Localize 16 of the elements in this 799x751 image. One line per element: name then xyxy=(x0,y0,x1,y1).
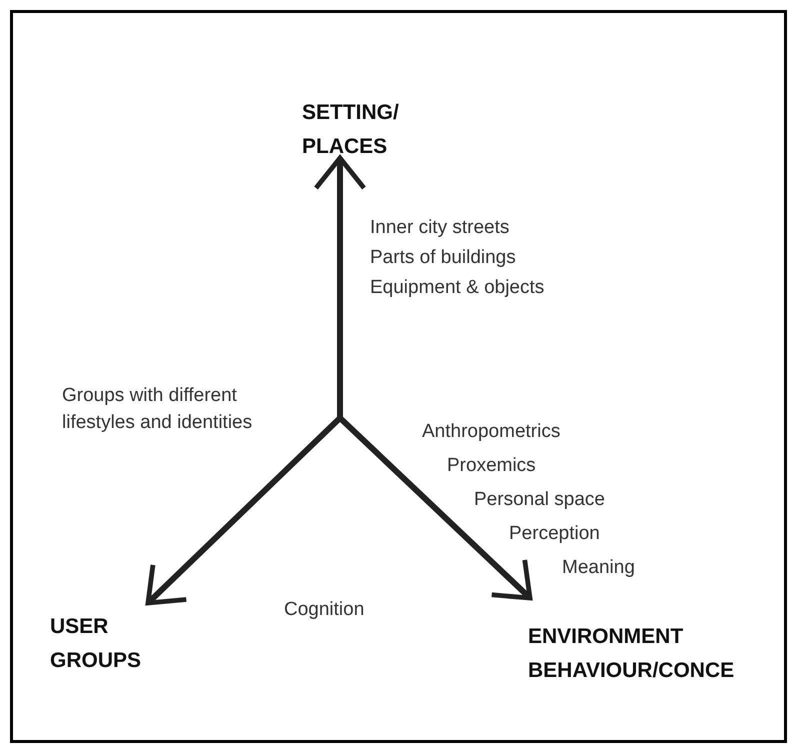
axis-item: Parts of buildings xyxy=(370,246,516,270)
arrow xyxy=(314,156,366,418)
arrow xyxy=(338,416,532,600)
axis-item: Equipment & objects xyxy=(370,276,544,300)
axis-item: Cognition xyxy=(284,598,364,622)
axis-item: Perception xyxy=(509,522,600,546)
axis-item: Meaning xyxy=(562,556,635,580)
axis-heading: SETTING/ PLACES xyxy=(302,96,422,164)
axis-item: Personal space xyxy=(474,488,605,512)
axis-item: Anthropometrics xyxy=(422,420,560,444)
arrow xyxy=(146,416,342,606)
axis-item: Inner city streets xyxy=(370,216,510,240)
axis-item: Proxemics xyxy=(447,454,536,478)
axis-heading: ENVIRONMENT BEHAVIOUR/CONCE xyxy=(528,620,778,688)
axis-item: Groups with different lifestyles and identities xyxy=(62,384,254,435)
axis-heading: USER GROUPS xyxy=(50,610,160,678)
